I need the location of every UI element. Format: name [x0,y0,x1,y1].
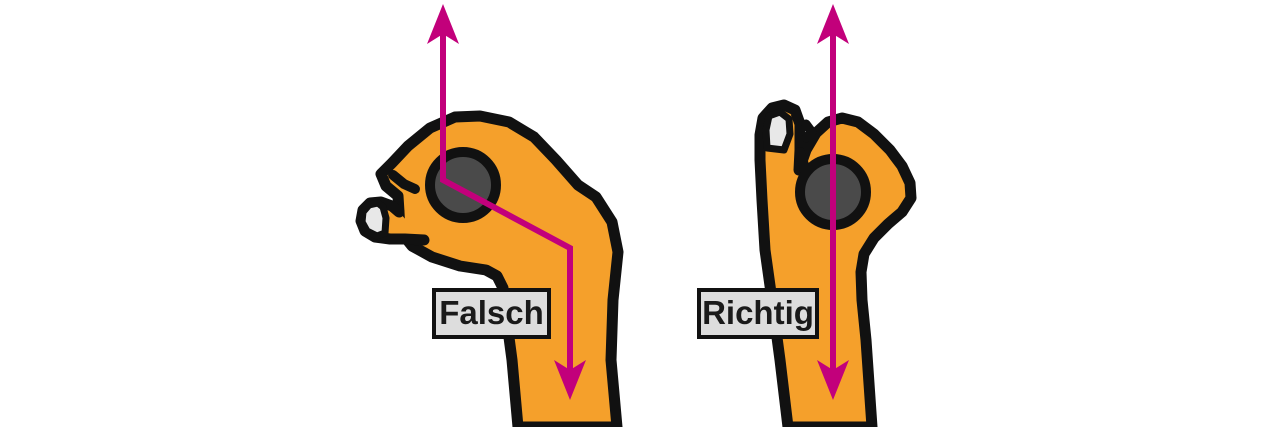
hand-bent-wrist-icon [355,110,624,427]
arrow-down-icon [554,360,586,400]
arrow-up-icon [817,4,849,44]
label-falsch: Falsch [432,288,551,339]
thumb-crease [388,170,420,194]
arrow-bent-force-path [427,4,586,400]
arrow-shaft-bent [440,20,573,382]
fingernail [762,108,794,154]
arrow-straight-force-path [817,4,849,400]
label-richtig-text: Richtig [702,294,814,331]
label-falsch-text: Falsch [439,294,544,331]
round-weight-icon [425,147,501,223]
thumb-notch [801,119,817,143]
label-richtig: Richtig [697,288,819,339]
arrow-down-icon [817,360,849,400]
forearm-and-hand-shape [375,110,624,427]
arrow-up-icon [427,4,459,44]
fingernail [358,199,390,240]
